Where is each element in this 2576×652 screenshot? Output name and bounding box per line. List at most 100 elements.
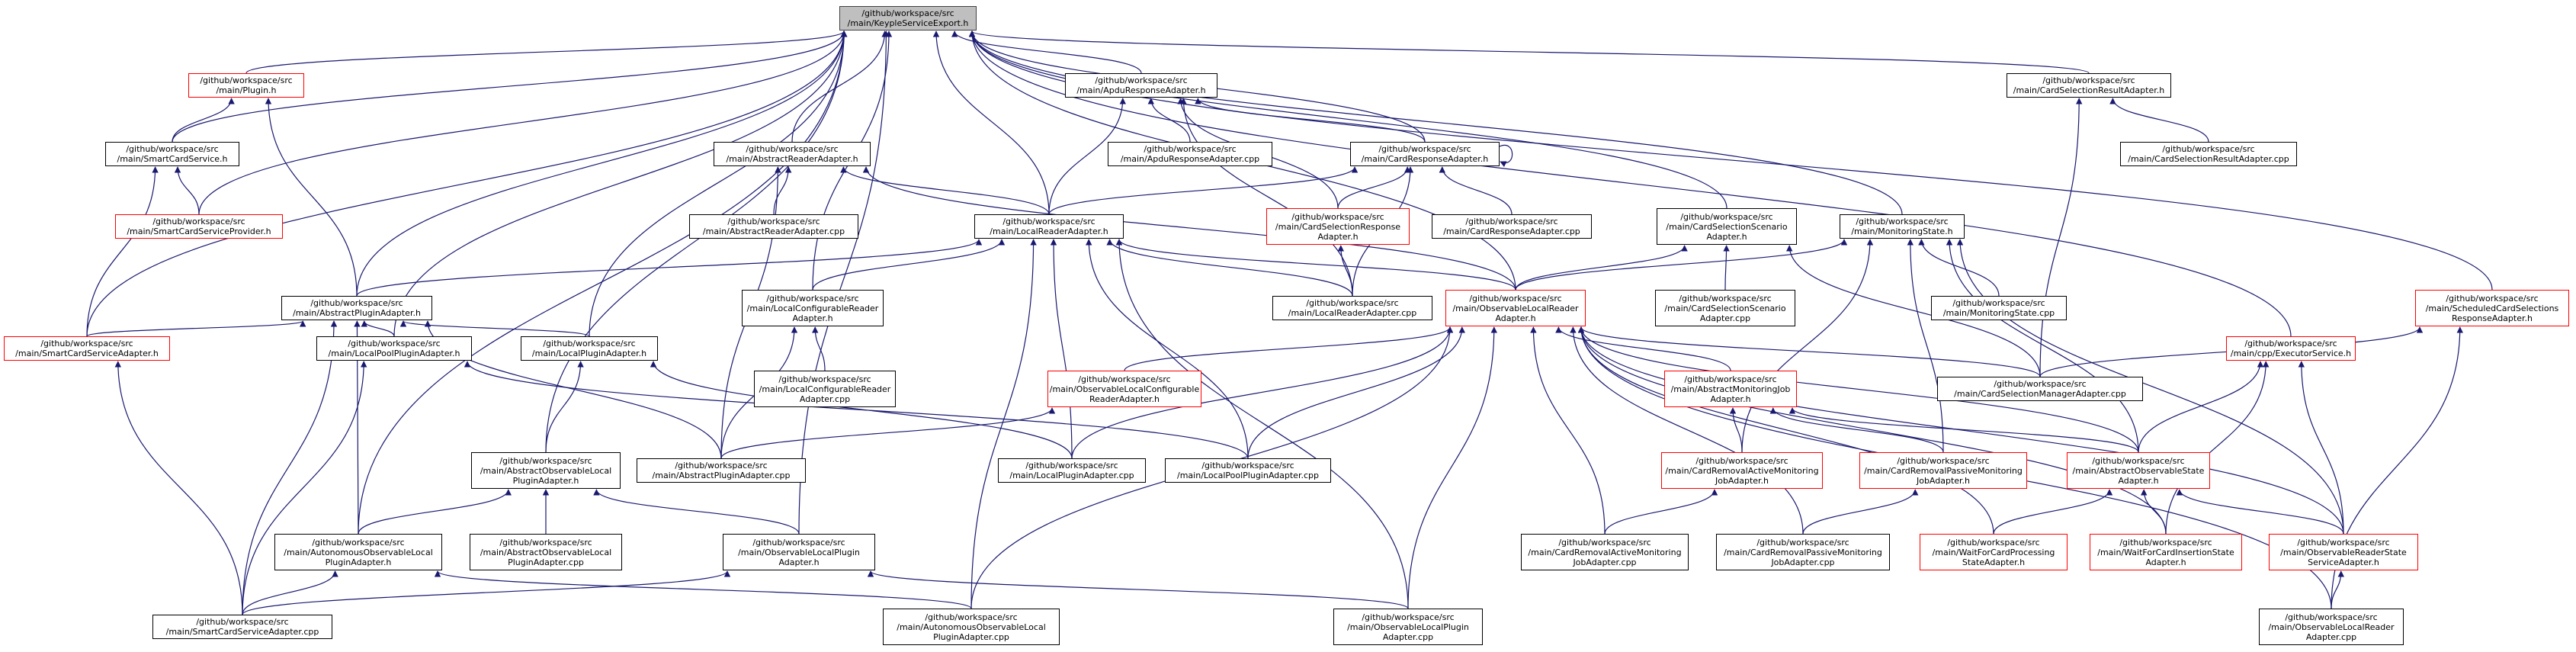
node-observable-local-configurable-reader-adapter[interactable]: /github/workspace/src /main/ObservableLo…: [1047, 371, 1201, 407]
node-autonomous-observable-local-plugin-adapter-cpp[interactable]: /github/workspace/src /main/AutonomousOb…: [883, 609, 1060, 645]
node-autonomous-observable-local-plugin-adapter[interactable]: /github/workspace/src /main/AutonomousOb…: [274, 534, 442, 570]
include-edge: [968, 31, 1727, 209]
node-plugin[interactable]: /github/workspace/src /main/Plugin.h: [188, 73, 304, 98]
node-wait-for-card-processing-state-adapter[interactable]: /github/workspace/src /main/WaitForCardP…: [1920, 534, 2068, 570]
node-local-configurable-reader-adapter-cpp[interactable]: /github/workspace/src /main/LocalConfigu…: [754, 371, 896, 407]
node-observable-reader-state-service-adapter[interactable]: /github/workspace/src /main/ObservableRe…: [2269, 534, 2418, 570]
include-edge: [361, 320, 395, 337]
node-abstract-plugin-adapter-cpp[interactable]: /github/workspace/src /main/AbstractPlug…: [637, 458, 806, 483]
node-local-plugin-adapter[interactable]: /github/workspace/src /main/LocalPluginA…: [521, 336, 658, 361]
node-abstract-plugin-adapter[interactable]: /github/workspace/src /main/AbstractPlug…: [281, 296, 432, 320]
node-line: /main/LocalPluginAdapter.h: [531, 348, 647, 358]
node-card-removal-passive-monitoring-job-adapter[interactable]: /github/workspace/src /main/CardRemovalP…: [1859, 452, 2027, 489]
node-abstract-reader-adapter[interactable]: /github/workspace/src /main/AbstractRead…: [714, 142, 871, 166]
node-smart-card-service-provider[interactable]: /github/workspace/src /main/SmartCardSer…: [115, 214, 283, 239]
node-line: Adapter.h: [1317, 231, 1359, 242]
node-line: /main/ObservableLocalPlugin: [1347, 621, 1469, 632]
node-line: /main/MonitoringState.h: [1851, 226, 1953, 236]
node-abstract-monitoring-job-adapter[interactable]: /github/workspace/src /main/AbstractMoni…: [1664, 371, 1797, 407]
include-edge: [650, 361, 1073, 459]
node-local-reader-adapter-cpp[interactable]: /github/workspace/src /main/LocalReaderA…: [1272, 296, 1432, 320]
include-edge: [1086, 239, 1249, 459]
node-wait-for-card-insertion-state-adapter[interactable]: /github/workspace/src /main/WaitForCardI…: [2090, 534, 2242, 570]
node-smart-card-service[interactable]: /github/workspace/src /main/SmartCardSer…: [105, 142, 239, 166]
node-card-response-adapter[interactable]: /github/workspace/src /main/CardResponse…: [1350, 142, 1500, 166]
node-card-selection-result-adapter[interactable]: /github/workspace/src /main/CardSelectio…: [2007, 73, 2171, 98]
node-local-pool-plugin-adapter[interactable]: /github/workspace/src /main/LocalPoolPlu…: [316, 336, 472, 361]
node-observable-local-plugin-adapter[interactable]: /github/workspace/src /main/ObservableLo…: [723, 534, 875, 570]
node-line: /main/AbstractObservableState: [2072, 465, 2205, 476]
node-line: JobAdapter.cpp: [1573, 557, 1637, 567]
include-edge: [1786, 245, 2041, 377]
node-line: /github/workspace/src: [1680, 211, 1773, 222]
node-abstract-observable-local-plugin-adapter-cpp[interactable]: /github/workspace/src /main/AbstractObse…: [470, 534, 622, 570]
node-executor-service[interactable]: /github/workspace/src /main/cpp/Executor…: [2226, 336, 2356, 361]
include-edge: [2141, 489, 2167, 535]
node-card-selection-scenario-adapter[interactable]: /github/workspace/src /main/CardSelectio…: [1657, 208, 1797, 245]
node-line: /main/CardResponseAdapter.cpp: [1443, 226, 1580, 236]
node-abstract-observable-local-plugin-adapter[interactable]: /github/workspace/src /main/AbstractObse…: [471, 452, 621, 489]
node-monitoring-state-cpp[interactable]: /github/workspace/src /main/MonitoringSt…: [1931, 296, 2067, 320]
node-apdu-response-adapter-cpp[interactable]: /github/workspace/src /main/ApduResponse…: [1108, 142, 1272, 166]
node-card-selection-manager-adapter-cpp[interactable]: /github/workspace/src /main/CardSelectio…: [1937, 377, 2143, 401]
include-edge: [868, 570, 1409, 609]
include-edge: [1337, 166, 1411, 209]
include-edge: [968, 31, 2292, 337]
node-card-removal-active-monitoring-job-adapter[interactable]: /github/workspace/src /main/CardRemovalA…: [1661, 452, 1823, 489]
node-observable-local-reader-adapter[interactable]: /github/workspace/src /main/ObservableLo…: [1445, 290, 1586, 326]
node-line: /github/workspace/src: [2244, 339, 2337, 348]
include-edge: [2331, 570, 2344, 609]
node-local-configurable-reader-adapter[interactable]: /github/workspace/src /main/LocalConfigu…: [742, 290, 884, 326]
node-smart-card-service-adapter-cpp[interactable]: /github/workspace/src /main/SmartCardSer…: [152, 615, 332, 639]
node-line: /github/workspace/src: [2042, 75, 2135, 85]
node-card-removal-active-monitoring-job-adapter-cpp[interactable]: /github/workspace/src /main/CardRemovalA…: [1521, 534, 1689, 570]
node-apdu-response-adapter[interactable]: /github/workspace/src /main/ApduResponse…: [1065, 73, 1217, 98]
include-edge: [2109, 98, 2209, 143]
node-card-removal-passive-monitoring-job-adapter-cpp[interactable]: /github/workspace/src /main/CardRemovalP…: [1716, 534, 1890, 570]
node-abstract-observable-state-adapter[interactable]: /github/workspace/src /main/AbstractObse…: [2067, 452, 2210, 489]
node-line: /github/workspace/src: [200, 75, 293, 85]
include-edge: [1050, 239, 1073, 459]
include-edge: [1918, 239, 2000, 297]
node-line: /main/CardRemovalPassiveMonitoring: [1864, 465, 2023, 476]
node-abstract-reader-adapter-cpp[interactable]: /github/workspace/src /main/AbstractRead…: [689, 214, 858, 239]
node-line: /main/SmartCardServiceAdapter.h: [15, 348, 159, 358]
include-edge: [114, 361, 243, 615]
include-edge: [245, 31, 847, 74]
node-card-selection-scenario-adapter-cpp[interactable]: /github/workspace/src /main/CardSelectio…: [1655, 290, 1795, 326]
node-scheduled-card-selections-response-adapter[interactable]: /github/workspace/src /main/ScheduledCar…: [2415, 290, 2569, 326]
include-edge: [86, 166, 159, 337]
include-edge: [773, 166, 792, 215]
node-line: /github/workspace/src: [2446, 293, 2539, 304]
include-edge: [1439, 166, 1513, 215]
node-line: /github/workspace/src: [746, 144, 839, 154]
node-local-pool-plugin-adapter-cpp[interactable]: /github/workspace/src /main/LocalPoolPlu…: [1165, 458, 1331, 483]
node-card-selection-response-adapter[interactable]: /github/workspace/src /main/CardSelectio…: [1266, 208, 1410, 245]
node-card-selection-result-adapter-cpp[interactable]: /github/workspace/src /main/CardSelectio…: [2120, 142, 2297, 166]
node-line: ResponseAdapter.h: [2452, 313, 2533, 323]
include-edge: [1769, 407, 1944, 453]
node-line: /main/ScheduledCardSelections: [2425, 303, 2559, 313]
node-line: PluginAdapter.h: [325, 557, 392, 567]
include-edge: [545, 31, 848, 453]
node-observable-local-plugin-adapter-cpp[interactable]: /github/workspace/src /main/ObservableLo…: [1333, 609, 1483, 645]
node-observable-local-reader-adapter-cpp[interactable]: /github/workspace/src /main/ObservableLo…: [2259, 609, 2404, 645]
include-edge: [968, 31, 1903, 215]
node-smart-card-service-adapter[interactable]: /github/workspace/src /main/SmartCardSer…: [4, 336, 170, 361]
node-monitoring-state[interactable]: /github/workspace/src /main/MonitoringSt…: [1840, 214, 1965, 239]
node-line: /github/workspace/src: [40, 339, 133, 348]
include-edge: [172, 98, 235, 143]
node-line: /github/workspace/src: [1002, 217, 1096, 226]
include-edge: [1115, 239, 1516, 291]
node-line: /main/ObservableLocalReader: [1452, 303, 1579, 313]
include-edge: [1048, 98, 1126, 215]
node-line: /github/workspace/src: [1856, 217, 1949, 226]
node-line: /main/SmartCardServiceAdapter.cpp: [165, 627, 319, 637]
node-line: /github/workspace/src: [196, 617, 289, 627]
node-line: /main/CardSelectionResultAdapter.cpp: [2128, 154, 2289, 164]
node-local-reader-adapter[interactable]: /github/workspace/src /main/LocalReaderA…: [974, 214, 1124, 239]
node-card-response-adapter-cpp[interactable]: /github/workspace/src /main/CardResponse…: [1432, 214, 1592, 239]
node-line: /main/CardRemovalPassiveMonitoring: [1724, 547, 1882, 557]
node-local-plugin-adapter-cpp[interactable]: /github/workspace/src /main/LocalPluginA…: [998, 458, 1146, 483]
